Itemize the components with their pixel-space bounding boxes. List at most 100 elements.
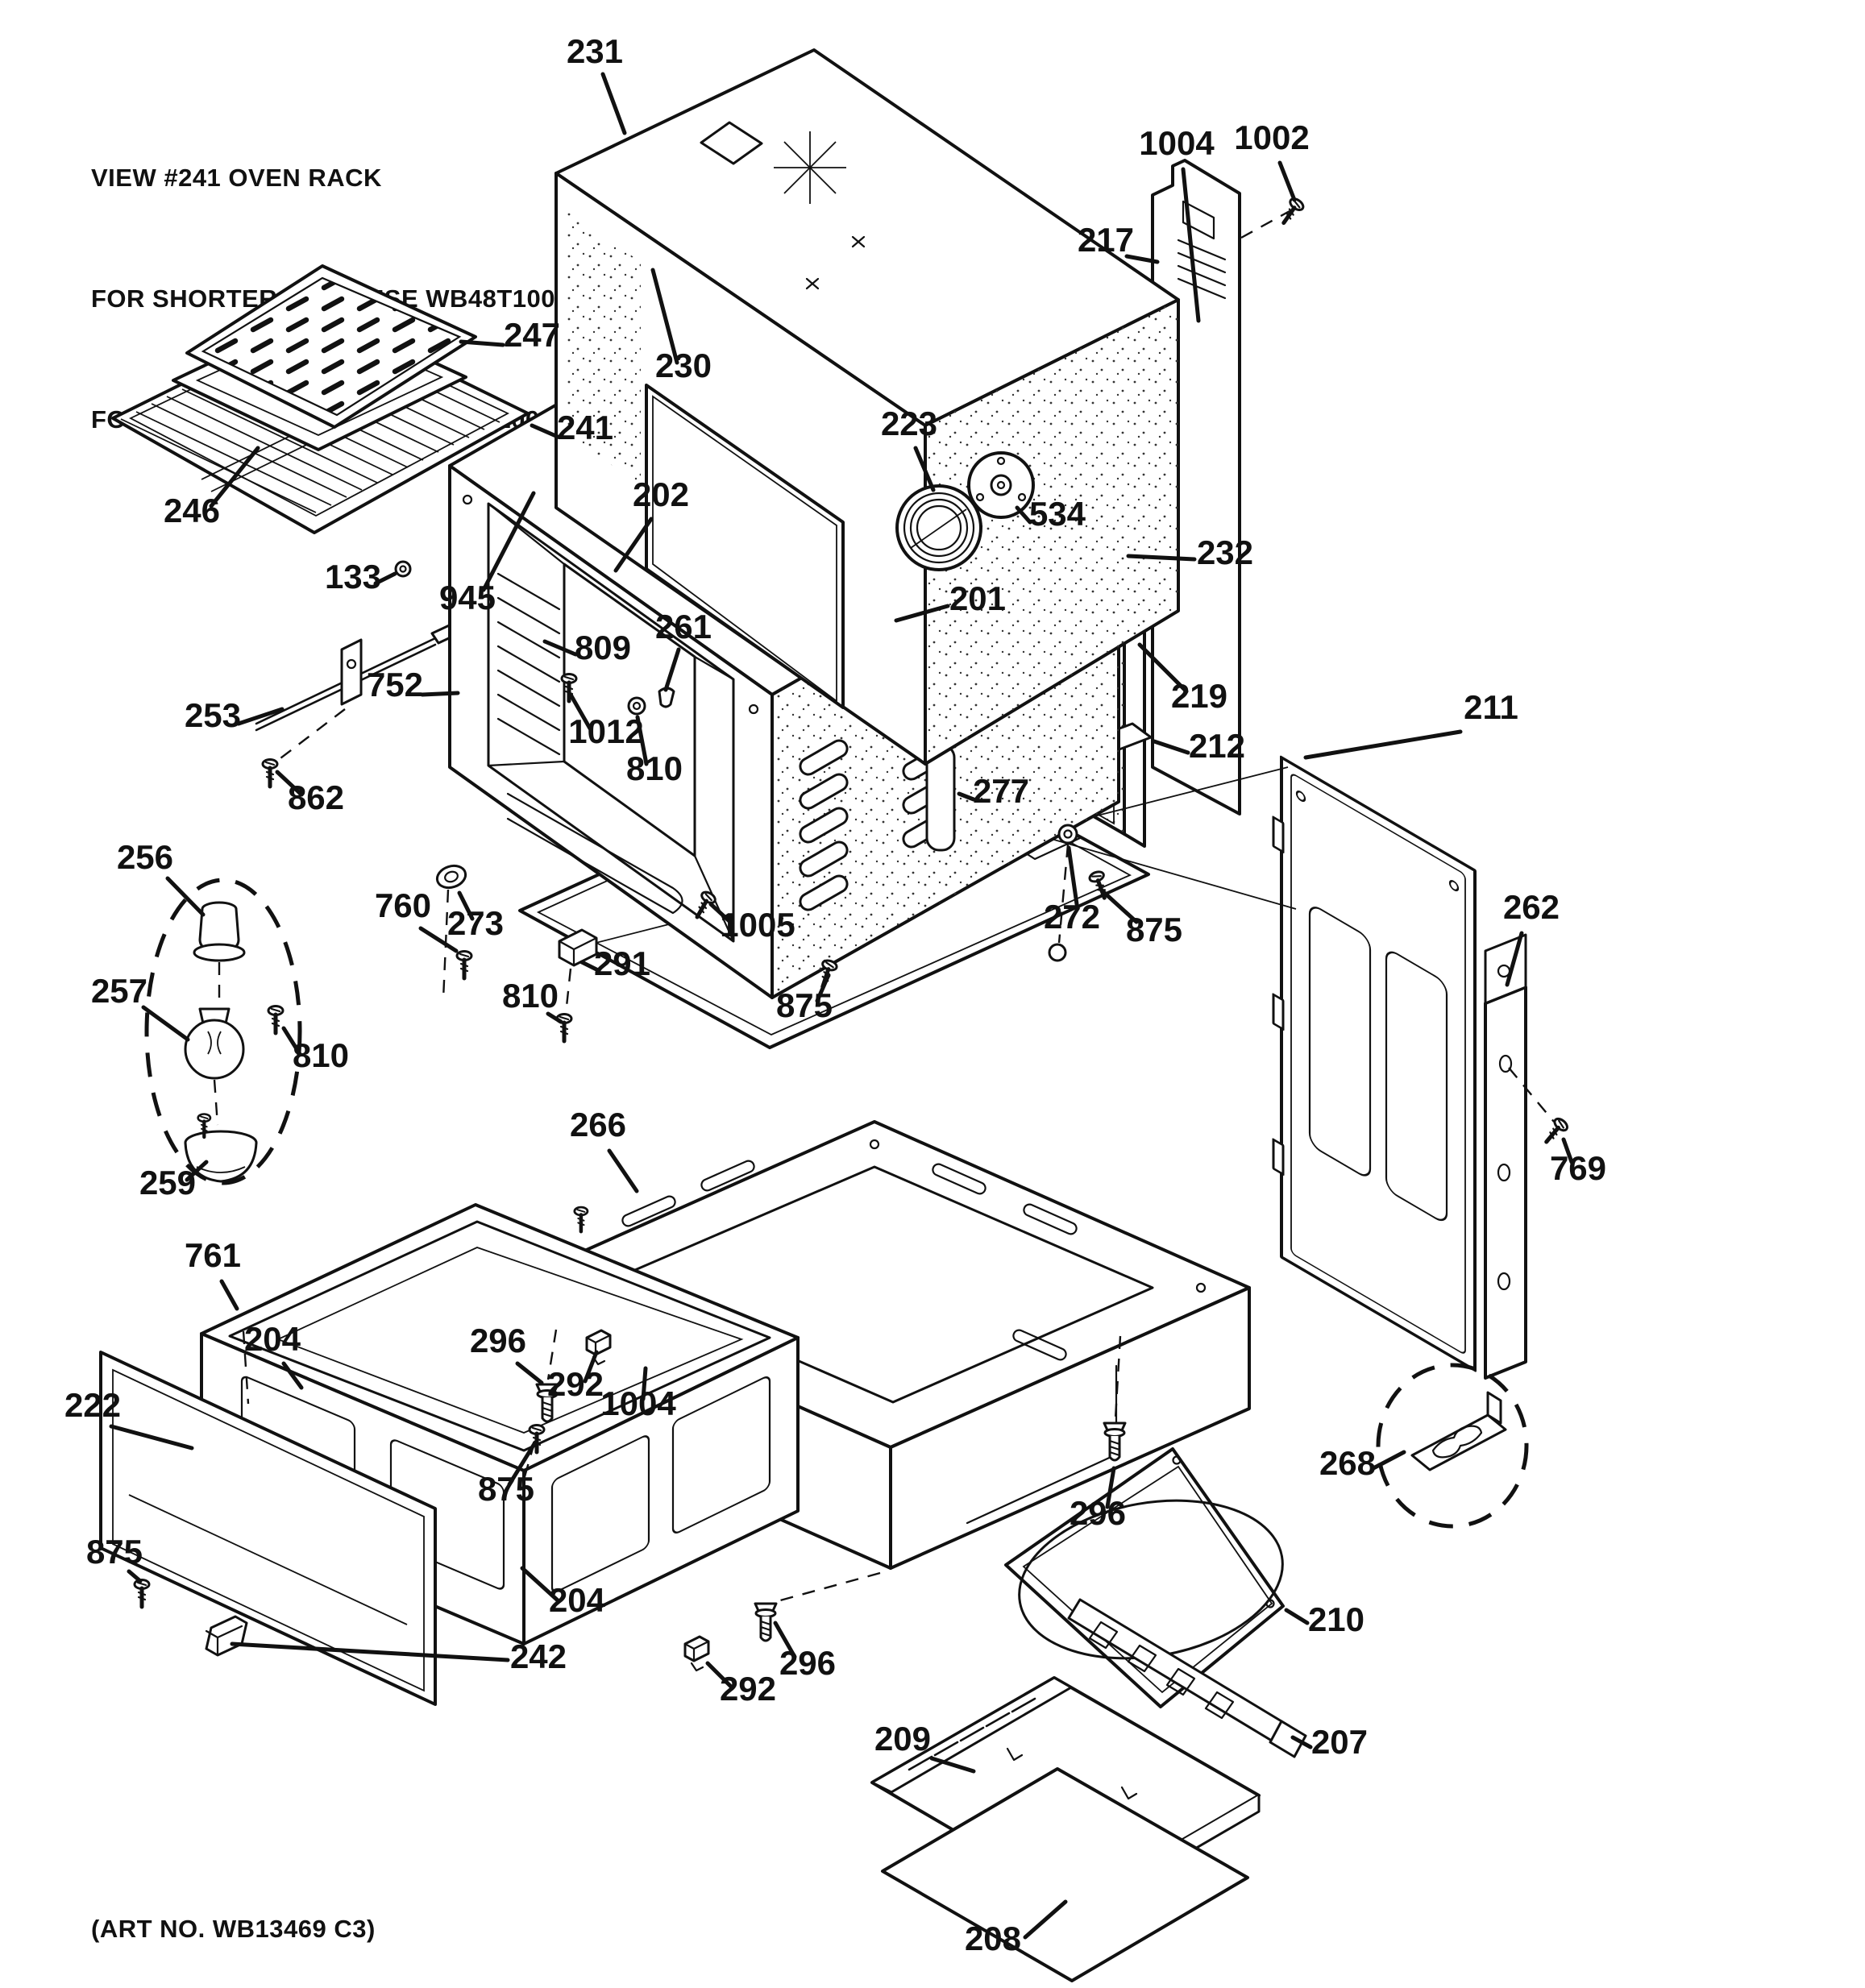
part-label: 232 [1197,533,1253,571]
part-label: 760 [375,886,431,924]
oven-sensor-probe [255,620,464,786]
part-label: 1004 [600,1384,676,1422]
part-label: 1002 [1234,118,1309,156]
leader-line [457,890,475,921]
leader-line [275,770,304,797]
part-label: 945 [439,579,496,616]
part-label: 246 [164,492,220,529]
leader-line [641,1366,648,1401]
part-label: 208 [965,1920,1021,1957]
leader-line [607,1148,639,1193]
leader-line [1066,845,1079,907]
leader-line [1505,931,1524,987]
part-label: 268 [1319,1444,1376,1482]
oven-rack-group [111,264,530,534]
leader-line [373,571,397,586]
leader-line [219,1279,239,1311]
leader-line [913,446,936,492]
part-label: 257 [91,972,147,1010]
burst-mark [774,131,846,204]
part-label: 292 [547,1365,604,1403]
part-label: 809 [575,629,631,666]
leader-line [209,446,260,508]
part-label: 875 [1126,911,1182,948]
leader-line [507,1440,538,1487]
leader-line [635,715,649,766]
leader-line [515,1361,544,1385]
part-label: 810 [502,977,559,1015]
part-label: 273 [447,904,504,942]
part-label: 296 [470,1322,526,1359]
oven-light-group [144,878,302,1185]
leader-line [165,876,206,917]
part-label: 534 [1029,495,1086,533]
leader-line [1371,1450,1406,1471]
leader-line [613,517,654,573]
part-label: 272 [1044,898,1100,936]
leader-line [1126,554,1197,562]
insulation-sheet-208 [881,1767,1249,1982]
part-label: 862 [288,778,344,816]
part-label: 253 [185,696,241,734]
part-label: 133 [325,558,381,596]
part-label: 277 [973,772,1029,810]
part-label: 256 [117,838,173,876]
leader-line [583,1350,599,1384]
leader-line [1303,729,1463,760]
top-cover-231 [555,48,1180,766]
part-label: 769 [1550,1149,1606,1187]
mid-fasteners [435,864,598,1041]
fan-group [895,451,1035,571]
side-panel-211 [1272,755,1477,1372]
part-label: 242 [510,1637,567,1675]
leader-line [957,791,976,802]
part-label: 241 [557,409,613,446]
part-label: 222 [64,1386,121,1424]
leader-line [481,491,536,592]
leader-line [663,647,681,692]
leader-line [1023,1899,1068,1940]
drawer-side-emboss [550,1376,771,1593]
part-label: 201 [949,579,1006,617]
leader-line [1181,167,1201,323]
leader-line [773,1621,797,1659]
maintop-panel-210 [1004,1447,1285,1708]
leader-line [579,960,600,973]
drawer-front-panel-222 [99,1351,437,1706]
leader-line [1099,887,1139,924]
part-label: 207 [1311,1723,1368,1761]
part-label: 204 [244,1320,301,1358]
part-label: 262 [1503,888,1560,926]
part-label: 291 [594,944,650,982]
leader-line [127,1569,143,1583]
part-label: 209 [874,1720,931,1758]
leader-line [1290,1735,1313,1749]
leader-line [929,1756,976,1774]
part-label: 261 [655,608,712,645]
part-label: 266 [570,1106,626,1143]
leader-line [230,1641,510,1662]
leader-line [459,339,505,347]
part-label: 259 [139,1164,196,1202]
leader-line [1561,1137,1574,1164]
part-label: 296 [1070,1494,1126,1532]
leader-line [542,639,578,657]
part-label: 223 [881,405,937,442]
leader-line [650,268,679,365]
leader-line [281,1361,304,1390]
part-label: 230 [655,347,712,384]
leader-line [236,707,285,726]
leader-line [109,1424,194,1451]
bake-element [506,792,683,915]
part-label: 296 [779,1644,836,1682]
part-label: 810 [626,749,683,787]
leader-line [568,692,592,731]
leader-line [546,1011,563,1024]
art-number: (ART NO. WB13469 C3) [91,1915,376,1943]
burner-box-bracket-207 [1067,1598,1307,1758]
leader-line [1284,1608,1310,1625]
drawer-glide-242 [205,1615,248,1657]
part-label: 212 [1189,727,1245,765]
